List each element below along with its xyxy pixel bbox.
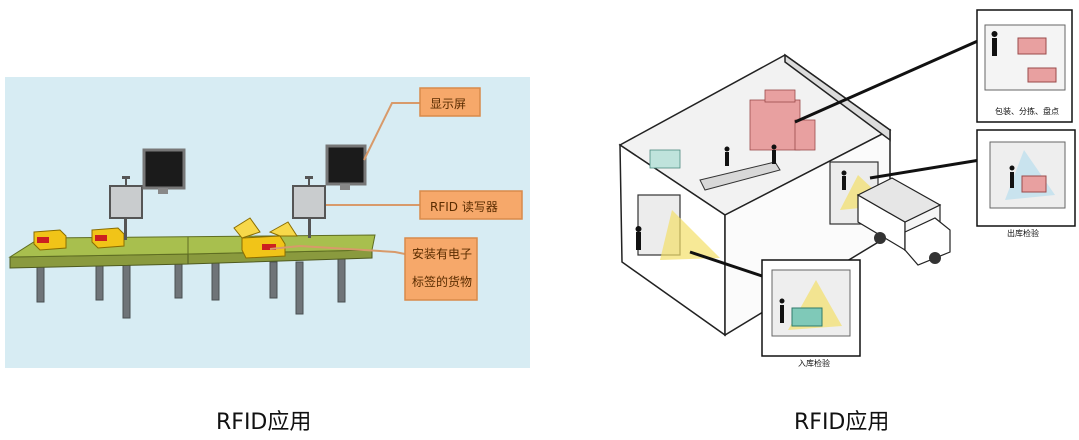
display-label: 显示屏	[419, 87, 481, 117]
display-label-text: 显示屏	[430, 97, 466, 111]
conveyor-illustration: 显示屏 RFID 读写器 安装有电子 标签的货物	[5, 77, 530, 368]
goods-label: 安装有电子 标签的货物	[404, 237, 478, 301]
delivery-truck	[856, 177, 951, 266]
goods-label-line1: 安装有电子	[412, 246, 472, 261]
inset-inbound: 入库检验	[761, 259, 861, 368]
warehouse-rfid-diagram: 包装、分拣、盘点 出库检验 入库检验 RFID应用	[540, 0, 1079, 436]
reader-label-text: RFID 读写器	[430, 200, 498, 214]
inset-inbound-label: 入库检验	[798, 358, 830, 368]
inset-packing: 包装、分拣、盘点	[976, 9, 1073, 123]
rfid-reader-right	[292, 176, 326, 238]
display-screen-left	[142, 148, 186, 194]
inset-outbound-label: 出库检验	[1007, 228, 1039, 238]
inbound-door	[637, 194, 720, 260]
cargo-box-2	[91, 227, 125, 249]
cargo-box-open	[233, 217, 298, 259]
diagram-background	[5, 77, 530, 368]
left-caption: RFID应用	[216, 410, 312, 435]
inset-packing-label: 包装、分拣、盘点	[995, 106, 1059, 116]
right-caption: RFID应用	[794, 410, 890, 435]
inset-connectors	[689, 38, 981, 280]
reader-label: RFID 读写器	[419, 190, 523, 220]
warehouse-illustration: 包装、分拣、盘点 出库检验 入库检验	[618, 9, 1076, 368]
goods-label-line2: 标签的货物	[412, 274, 472, 289]
inset-outbound: 出库检验	[976, 129, 1076, 238]
storage-racks	[749, 89, 816, 151]
conveyor-legs	[36, 257, 346, 319]
inside-conveyor	[699, 161, 781, 191]
callout-lines	[269, 102, 420, 255]
conveyor-rfid-diagram: 显示屏 RFID 读写器 安装有电子 标签的货物 RFID应用	[0, 0, 540, 436]
workers	[635, 144, 847, 250]
display-screen-right	[325, 144, 367, 190]
cargo-box-1	[33, 229, 67, 251]
rfid-reader-left	[109, 176, 143, 240]
